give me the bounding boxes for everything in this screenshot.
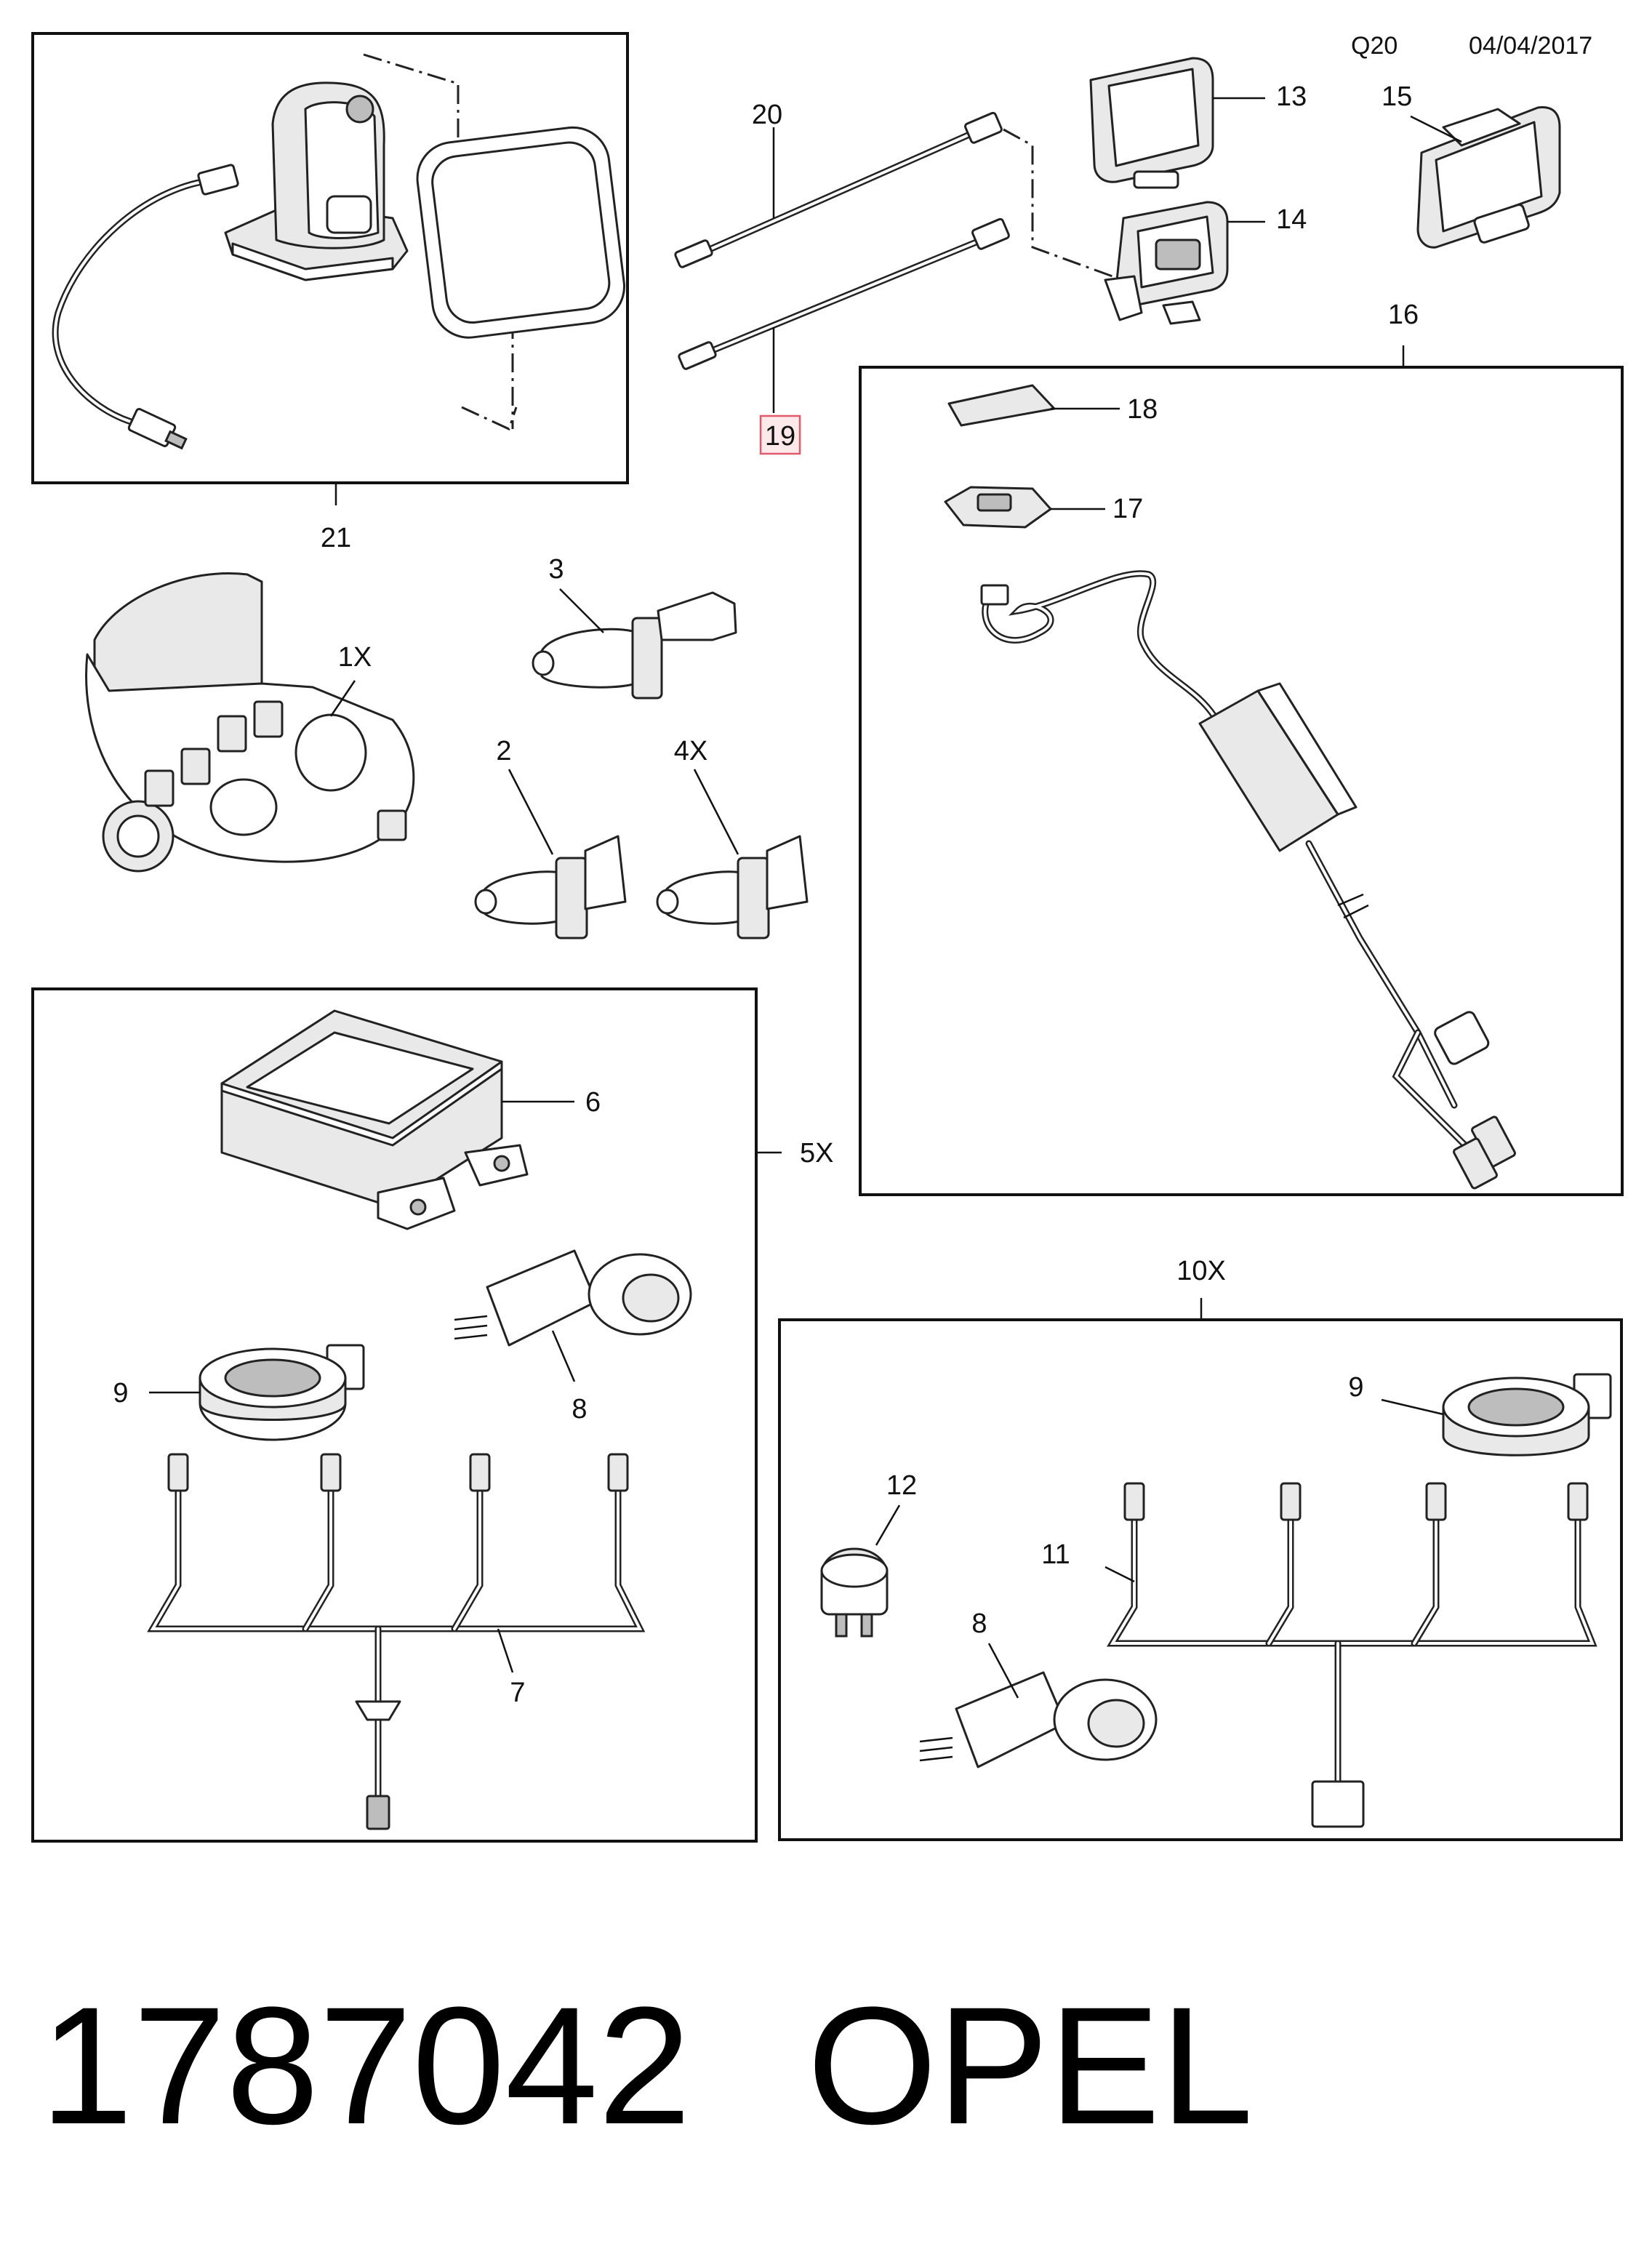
diagram-date: 04/04/2017: [1469, 32, 1592, 60]
diagram-code: Q20: [1351, 32, 1398, 60]
cables-19-20: 20 19: [674, 100, 1113, 455]
group-1X-bulb-case: 1X: [85, 572, 415, 873]
callout-9a: 9: [113, 1378, 128, 1408]
callout-8a: 8: [572, 1394, 587, 1424]
bulbs: 3 2 4X: [474, 554, 809, 939]
group-21-dashcam-box: 21: [31, 32, 629, 553]
phone-holders: 13 14 15: [1089, 57, 1561, 325]
callout-8b: 8: [971, 1608, 987, 1639]
callout-13: 13: [1276, 81, 1307, 112]
group-10X-parking-kit-switch: 10X 9 12 8 11: [778, 1256, 1623, 1841]
callout-17: 17: [1112, 494, 1143, 524]
callout-1X: 1X: [338, 642, 372, 673]
callout-20: 20: [752, 100, 782, 130]
callout-19-highlight: [759, 414, 801, 455]
callout-6: 6: [585, 1087, 601, 1118]
callout-5X: 5X: [800, 1138, 833, 1169]
callout-18: 18: [1127, 394, 1158, 425]
callout-2: 2: [496, 736, 511, 766]
callout-9b: 9: [1348, 1372, 1363, 1403]
part-number: 1787042: [40, 1972, 691, 2159]
callout-7: 7: [510, 1678, 525, 1708]
callout-14: 14: [1276, 204, 1307, 235]
callout-19[interactable]: 19: [765, 421, 795, 452]
group-5X-parking-kit: 5X 6 8 9: [31, 987, 833, 1843]
callout-4X: 4X: [674, 736, 707, 766]
group-16-harness-box: 16 18 17: [859, 300, 1624, 1196]
brand-name: OPEL: [807, 1972, 1254, 2159]
callout-15: 15: [1382, 81, 1412, 112]
callout-10X: 10X: [1176, 1256, 1226, 1286]
callout-12: 12: [886, 1470, 917, 1501]
callout-11: 11: [1041, 1539, 1070, 1570]
callout-16: 16: [1388, 300, 1419, 330]
callout-21: 21: [321, 523, 351, 553]
callout-3: 3: [548, 554, 564, 585]
